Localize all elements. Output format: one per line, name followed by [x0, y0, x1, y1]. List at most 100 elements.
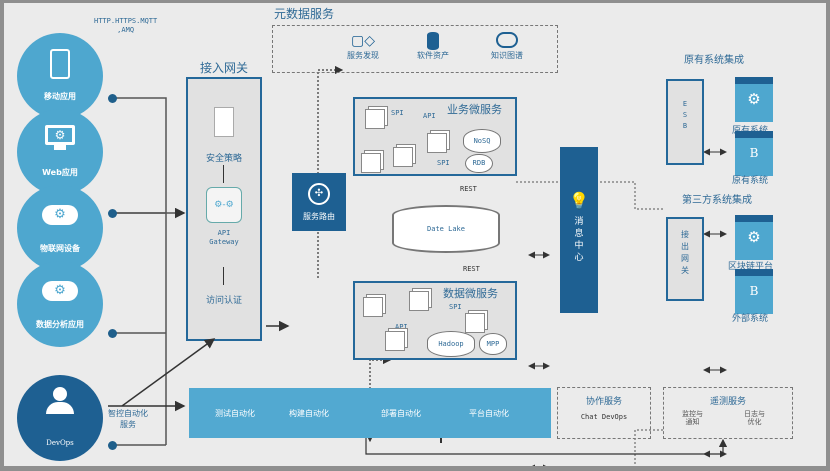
metadata-title: 元数据服务 [274, 7, 335, 21]
message-center[interactable]: 💡 消 息 中 心 [560, 147, 598, 313]
metadata-item-label: 软件资产 [417, 51, 449, 60]
router-icon: ✣ [308, 183, 330, 205]
connector-dot [108, 94, 117, 103]
gateway-title: 接入网关 [200, 61, 249, 75]
metadata-item[interactable]: 知识图谱 [487, 32, 527, 61]
label-line: 服务 [120, 420, 136, 429]
outbound-gateway[interactable]: 接 出 网 关 [666, 217, 704, 301]
monitor-gear-icon: ⚙ [17, 125, 103, 159]
outbound-gateway-label: 接 出 网 关 [668, 229, 702, 277]
pipeline-platform-automation[interactable]: 平台自动化 [469, 409, 509, 418]
legacy-system-b[interactable]: B [735, 131, 773, 176]
b-icon: B [749, 284, 759, 298]
arrow-down-icon [223, 165, 224, 183]
service-cube [465, 313, 485, 333]
collab-body: Chat DevOps [580, 413, 628, 421]
cloud-gear-icon: ⚙ [17, 277, 103, 311]
blockchain-platform[interactable]: ⚙ [735, 215, 773, 260]
char: B [682, 122, 688, 130]
api-gateway-icon: ⚙-⚙ [206, 187, 242, 223]
pipeline-test-automation[interactable]: 测试自动化 [215, 409, 255, 418]
legacy-system-gear[interactable]: ⚙ [735, 77, 773, 122]
legacy-title: 原有系统集成 [684, 55, 744, 66]
telemetry-service[interactable]: 遥测服务 监控与 通知 日志与 优化 [663, 387, 793, 439]
client-label: 物联网设备 [40, 244, 80, 253]
third-system-label: 区块链平台 [728, 262, 774, 272]
gateway-label: Gateway [209, 238, 239, 246]
label-line: 监控与 [682, 410, 703, 418]
collaboration-service[interactable]: 协作服务 Chat DevOps [557, 387, 651, 439]
api-gateway-label: API Gateway [188, 229, 260, 247]
char: 消 [574, 217, 584, 227]
char: 息 [574, 229, 584, 239]
monitor-notify: 监控与 通知 [682, 410, 703, 426]
esb[interactable]: E S B [666, 79, 704, 165]
protocol-line-2: ,AMQ [117, 26, 135, 34]
rest-label: REST [463, 265, 480, 273]
collab-title: 协作服务 [585, 397, 622, 407]
char: S [682, 111, 688, 119]
pipeline-build-automation[interactable]: 构建自动化 [289, 409, 329, 418]
metadata-item-label: 知识图谱 [491, 51, 523, 60]
rest-label: REST [460, 185, 477, 193]
cloud-gear-icon: ⚙ [17, 201, 103, 235]
nosql-label: NoSQ [473, 137, 491, 145]
user-tools-icon [17, 387, 103, 425]
nosql-database: NoSQ [463, 129, 501, 153]
data-microservice[interactable]: 数据微服务 SPI API Hadoop MPP [353, 281, 517, 360]
pipeline-deploy-automation[interactable]: 部署自动化 [381, 409, 421, 418]
spi-label: SPI [437, 159, 450, 167]
third-system-label: 外部系统 [732, 314, 769, 324]
data-lake-label: Date Lake [427, 225, 465, 233]
client-iot-device[interactable]: ⚙ 物联网设备 [17, 185, 103, 271]
hadoop-label: Hadoop [438, 340, 464, 348]
gear-icon: ⚙ [747, 90, 761, 108]
client-data-analytics[interactable]: ⚙ 数据分析应用 [17, 261, 103, 347]
char: 网 [681, 254, 689, 263]
message-center-label: 消 息 中 心 [560, 216, 598, 264]
protocol-line-1: HTTP.HTTPS.MQTT [94, 17, 158, 25]
business-microservice[interactable]: 业务微服务 SPI API NoSQ SPI RDB [353, 97, 517, 176]
client-bus-line [114, 97, 167, 446]
gear-icon: ⚙ [747, 228, 761, 246]
client-label: 移动应用 [44, 92, 76, 101]
service-cube [409, 291, 429, 311]
service-cube [427, 133, 447, 153]
data-lake[interactable]: Date Lake [392, 205, 500, 253]
service-cube [365, 109, 385, 129]
third-party-title: 第三方系统集成 [682, 195, 752, 206]
connector-dot [108, 209, 117, 218]
service-cube [363, 297, 383, 317]
devops-role[interactable]: DevOps [17, 375, 103, 461]
external-system[interactable]: B [735, 269, 773, 314]
api-label: API [395, 323, 408, 331]
client-mobile-app[interactable]: 移动应用 [17, 33, 103, 119]
char: 心 [574, 253, 584, 263]
service-router[interactable]: ✣ 服务路由 [292, 173, 346, 231]
service-cube [385, 331, 405, 351]
service-discovery-icon: ▢◇ [351, 33, 375, 49]
access-gateway[interactable]: 安全策略 ⚙-⚙ API Gateway 访问认证 [186, 77, 262, 341]
label-line: 智控自动化 [108, 409, 148, 418]
mobile-phone-icon [17, 49, 103, 83]
metadata-item[interactable]: 软件资产 [413, 32, 453, 61]
client-label: Web应用 [42, 168, 78, 177]
connector-dot [108, 329, 117, 338]
client-web-app[interactable]: ⚙ Web应用 [17, 109, 103, 195]
api-label: API [423, 112, 436, 120]
smart-automation-label: 智控自动化 服务 [108, 408, 148, 430]
telemetry-title: 遥测服务 [709, 397, 746, 407]
spi-label: SPI [449, 303, 462, 311]
database-cylinder-icon [427, 32, 439, 50]
label-line: 优化 [747, 418, 762, 426]
log-optimize: 日志与 优化 [744, 410, 765, 426]
brain-icon [496, 32, 518, 48]
mpp-label: MPP [486, 340, 500, 348]
rdb-database: RDB [465, 154, 493, 173]
b-icon: B [749, 146, 759, 160]
api-label: API [217, 229, 231, 237]
metadata-item[interactable]: ▢◇ 服务发现 [343, 32, 383, 61]
arrow-up-icon [223, 267, 224, 285]
security-policy-label: 安全策略 [205, 154, 242, 164]
lightbulb-check-icon: 💡 [569, 191, 589, 210]
